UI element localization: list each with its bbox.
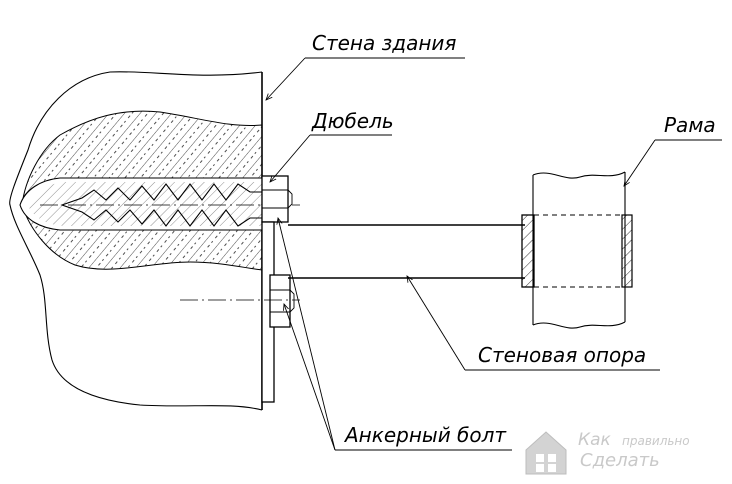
watermark-line2: Сделать	[580, 450, 660, 471]
frame-top-break	[532, 171, 626, 179]
watermark: Как правильно Сделать	[525, 430, 690, 475]
frame-inner-wall	[621, 214, 633, 288]
wall-outline	[9, 71, 263, 411]
wall-label: Стена здания	[312, 31, 456, 55]
upper-bolt-head	[261, 175, 289, 223]
frame-label: Рама	[664, 113, 716, 137]
watermark-line1-a: Как	[578, 430, 611, 450]
house-logo-icon	[525, 431, 567, 475]
support-label: Стеновая опора	[478, 343, 646, 367]
lower-bolt-head	[269, 274, 291, 328]
frame-bottom-break	[532, 321, 626, 329]
watermark-line1-b: правильно	[622, 434, 690, 448]
bolt-label: Анкерный болт	[343, 423, 507, 447]
dowel-label: Дюбель	[311, 109, 394, 133]
support-end-cap	[521, 214, 535, 288]
dowel-hatch	[28, 182, 262, 226]
